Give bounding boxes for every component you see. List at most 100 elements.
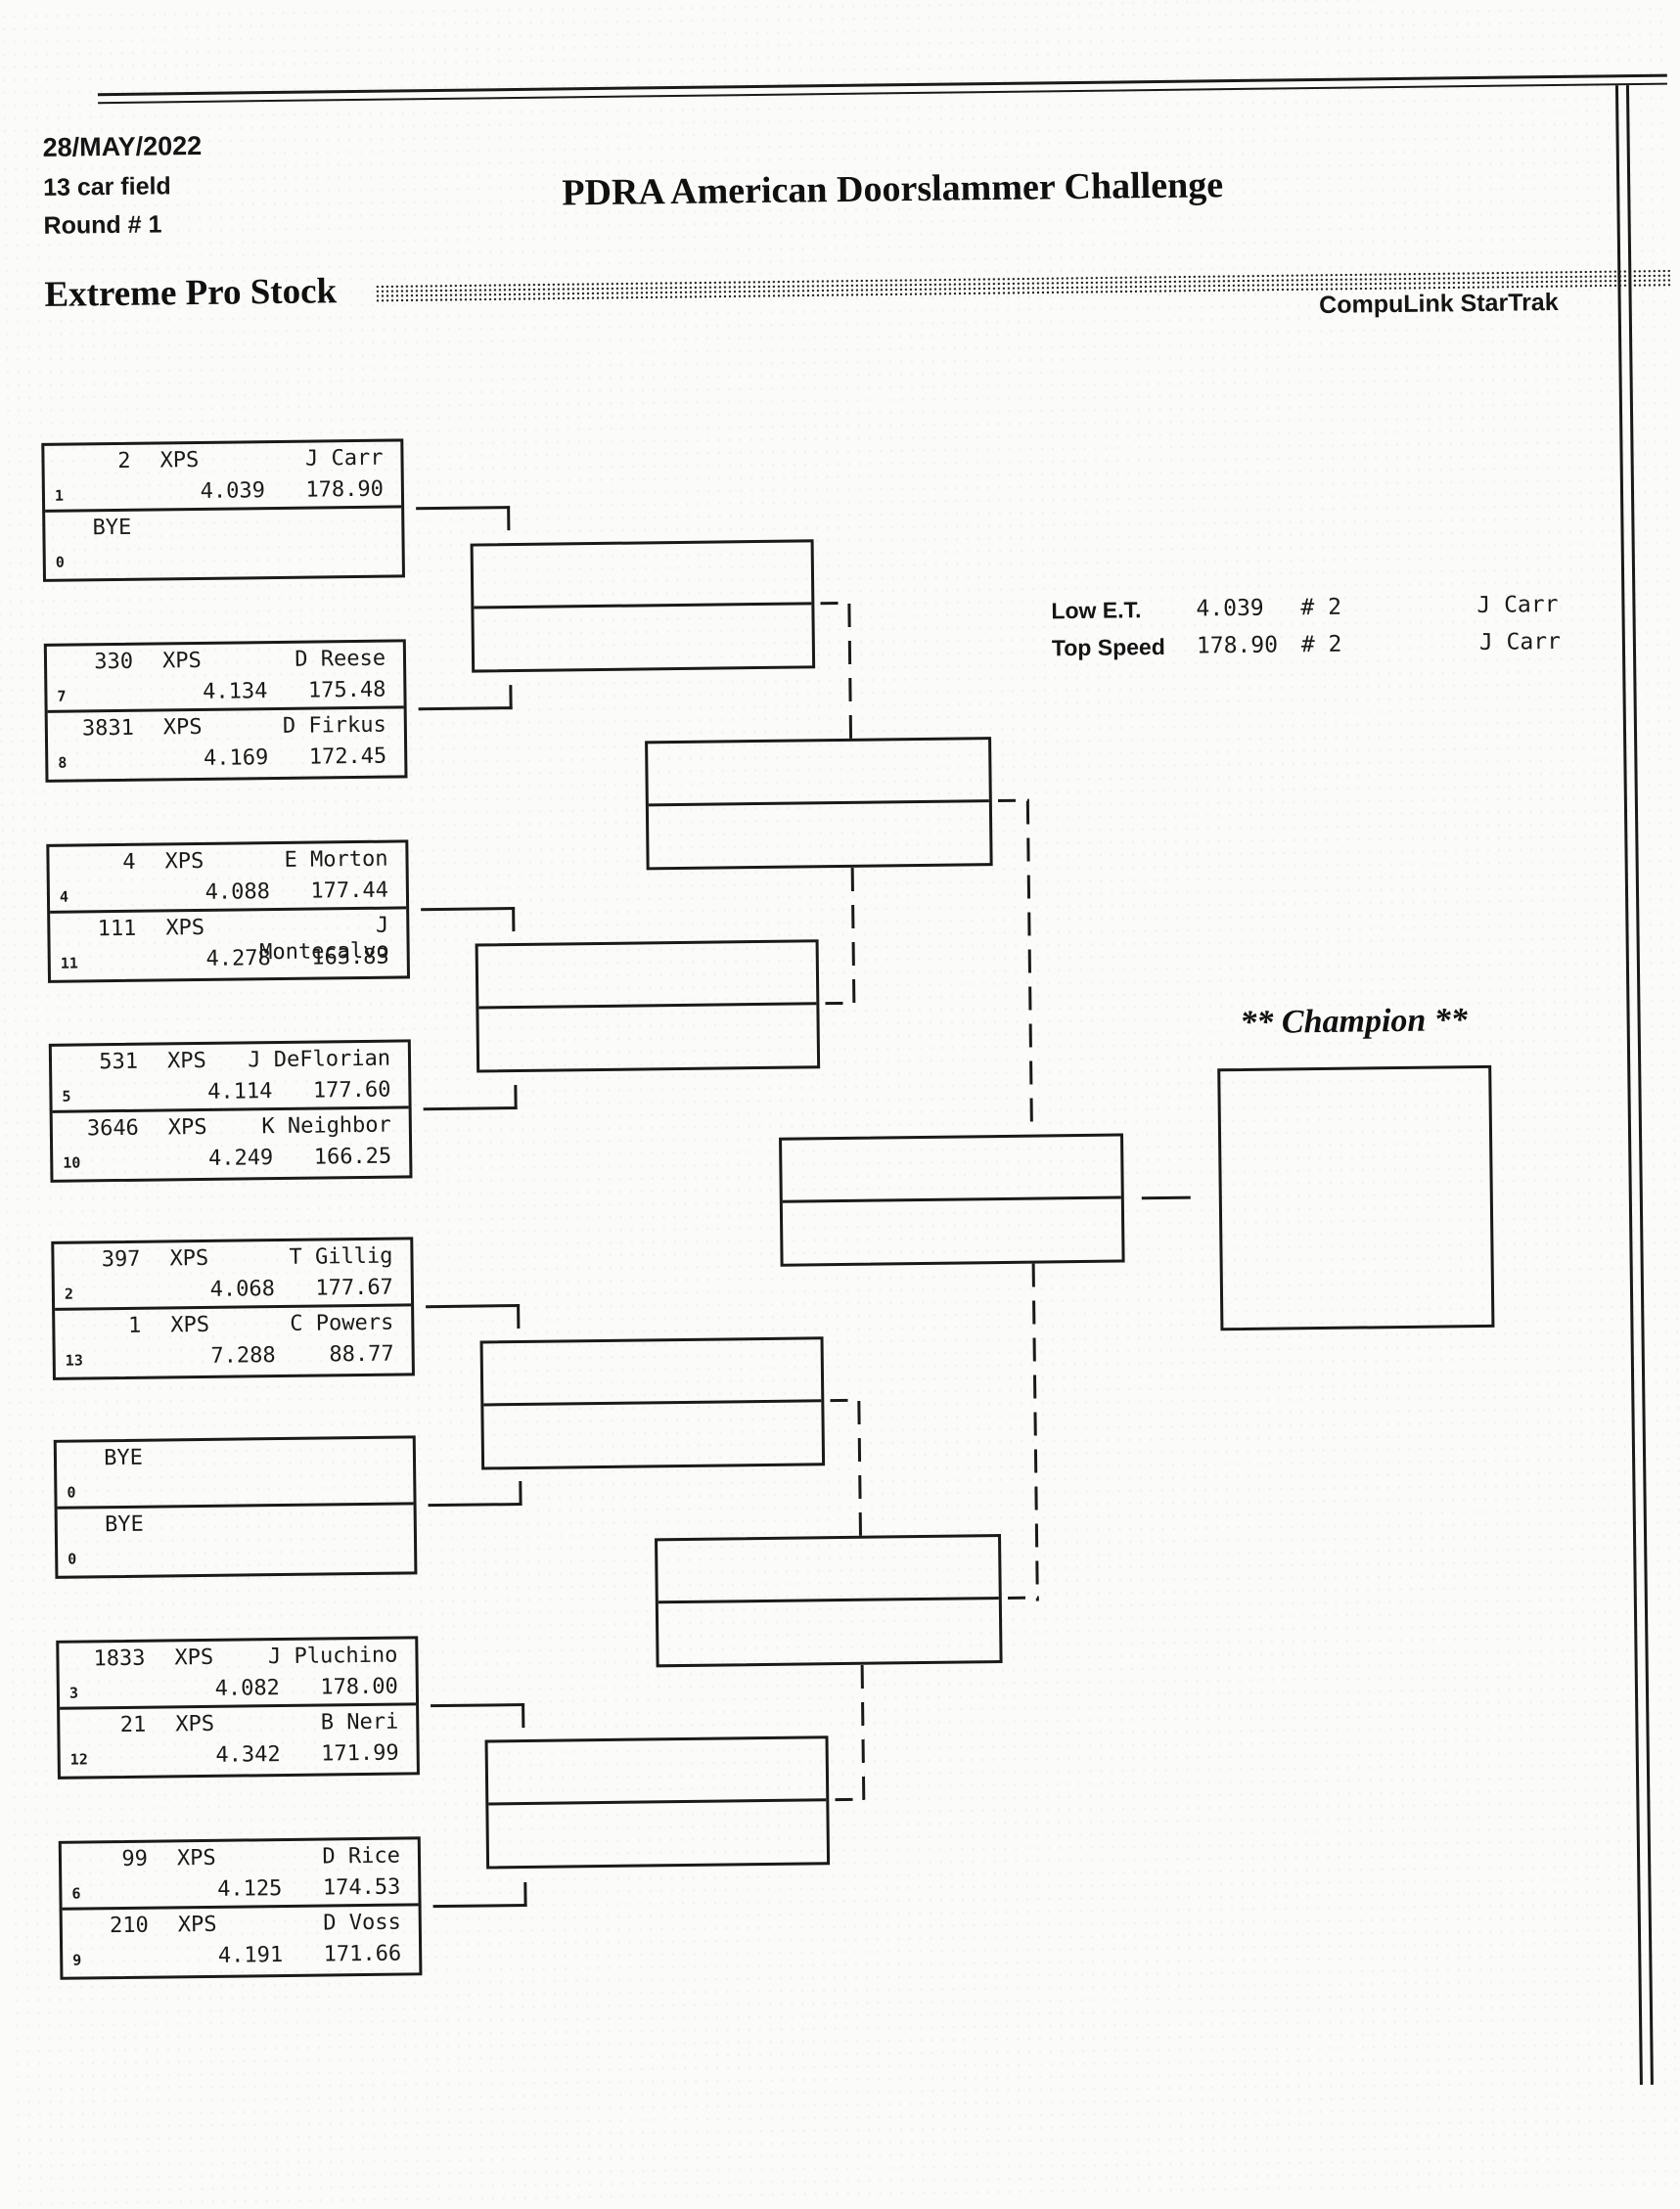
header-round: Round # 1 <box>43 210 162 240</box>
qual-et: 4.088 <box>204 879 271 905</box>
qual-speed: 177.44 <box>310 878 389 904</box>
round2-winner-box-2 <box>475 939 821 1073</box>
final-box <box>779 1133 1125 1267</box>
seed-number: 10 <box>63 1153 81 1172</box>
seed-number: 2 <box>64 1285 74 1303</box>
connector-r2d-rise <box>860 1664 866 1803</box>
round2-winner-box-4 <box>484 1736 831 1870</box>
brand-mark: CompuLink StarTrak <box>1318 288 1559 319</box>
driver-name: T Gillig <box>289 1243 393 1270</box>
low-et-label: Low E.T. <box>1051 597 1142 624</box>
driver-name: J Carr <box>304 445 384 472</box>
driver-name: J DeFlorian <box>248 1046 391 1073</box>
driver-name: J Pluchino <box>267 1643 398 1670</box>
qual-et: 4.249 <box>207 1146 274 1171</box>
connector-pair6-stub <box>428 1503 522 1508</box>
round1-pair-6: BYE 0 BYE 0 <box>53 1435 418 1579</box>
class-abbr: XPS <box>170 1312 210 1338</box>
connector-r2d-stub <box>835 1797 865 1802</box>
qual-et: 4.068 <box>209 1277 276 1302</box>
connector-pair2-tick <box>509 685 513 710</box>
driver-name: D Voss <box>323 1910 401 1936</box>
qual-speed: 174.53 <box>322 1874 401 1901</box>
qual-speed <box>266 543 402 545</box>
connector-pair7-tick <box>522 1702 525 1729</box>
seed-number: 0 <box>67 1483 76 1502</box>
connector-pair5-stub <box>426 1304 521 1309</box>
class-abbr: XPS <box>167 1114 207 1141</box>
round2-winner-box-3 <box>479 1336 826 1470</box>
event-title: PDRA American Doorslammer Challenge <box>562 164 1224 214</box>
class-abbr: XPS <box>169 1245 209 1272</box>
seed-number: 0 <box>68 1550 77 1568</box>
top-speed-value: 178.90 <box>1196 632 1279 659</box>
connector-pair1-stub <box>416 506 511 511</box>
connector-final-to-champion <box>1141 1195 1191 1200</box>
qual-et <box>46 545 266 548</box>
qual-et: 4.114 <box>207 1079 273 1104</box>
class-abbr: XPS <box>176 1845 216 1871</box>
car-number: 210 <box>109 1913 149 1939</box>
seed-number: 13 <box>65 1351 83 1370</box>
driver-name <box>229 512 401 539</box>
low-et-rank: # 2 <box>1300 594 1342 621</box>
car-number: 99 <box>121 1846 149 1872</box>
connector-r2c-drop <box>857 1400 862 1536</box>
qual-speed: 166.25 <box>313 1144 392 1170</box>
car-number: 397 <box>101 1246 141 1273</box>
seed-number: 0 <box>55 553 65 571</box>
connector-r2a-drop <box>847 603 853 739</box>
qual-et: 4.191 <box>217 1943 284 1968</box>
seed-number: 11 <box>60 954 78 972</box>
driver-name: K Neighbor <box>261 1112 391 1140</box>
semifinal-box-upper <box>645 737 993 871</box>
connector-pair8-stub <box>432 1903 527 1909</box>
driver-name: C Powers <box>290 1310 394 1336</box>
round2-winner-box-1 <box>470 539 816 673</box>
car-number: 21 <box>119 1712 147 1738</box>
connector-pair2-stub <box>418 706 513 711</box>
connector-sf2-stub <box>1007 1596 1039 1600</box>
pair-6-bottom-entry: BYE 0 <box>58 1505 415 1575</box>
car-number: BYE <box>104 1511 144 1538</box>
qual-speed: 163.83 <box>311 944 389 970</box>
top-speed-label: Top Speed <box>1051 633 1165 661</box>
qual-speed: 171.99 <box>321 1740 399 1767</box>
class-abbr <box>172 1445 241 1471</box>
qual-et: 4.125 <box>216 1876 283 1902</box>
qual-et: 7.288 <box>210 1343 276 1369</box>
class-abbr: XPS <box>159 447 200 473</box>
top-speed-driver: J Carr <box>1478 628 1562 655</box>
qual-speed: 171.66 <box>323 1941 402 1967</box>
header-field-size: 13 car field <box>42 172 171 202</box>
connector-pair4-tick <box>514 1085 518 1110</box>
connector-r2a-stub <box>820 601 850 606</box>
qual-speed: 88.77 <box>329 1341 394 1368</box>
car-number: 4 <box>122 849 136 875</box>
qual-speed: 178.00 <box>320 1674 398 1700</box>
connector-r2b-stub <box>825 1001 855 1006</box>
connector-pair3-stub <box>421 907 516 912</box>
header-date: 28/MAY/2022 <box>42 130 203 162</box>
connector-r2b-rise <box>850 867 856 1006</box>
connector-pair1-tick <box>507 506 511 531</box>
qual-et <box>57 1475 277 1478</box>
qual-speed: 178.90 <box>305 476 385 503</box>
driver-name: D Firkus <box>282 712 386 739</box>
connector-pair8-tick <box>523 1881 527 1908</box>
class-title: Extreme Pro Stock <box>44 271 338 315</box>
qual-et: 4.039 <box>200 478 266 504</box>
qual-et: 4.082 <box>214 1676 281 1701</box>
connector-pair7-stub <box>431 1702 525 1708</box>
